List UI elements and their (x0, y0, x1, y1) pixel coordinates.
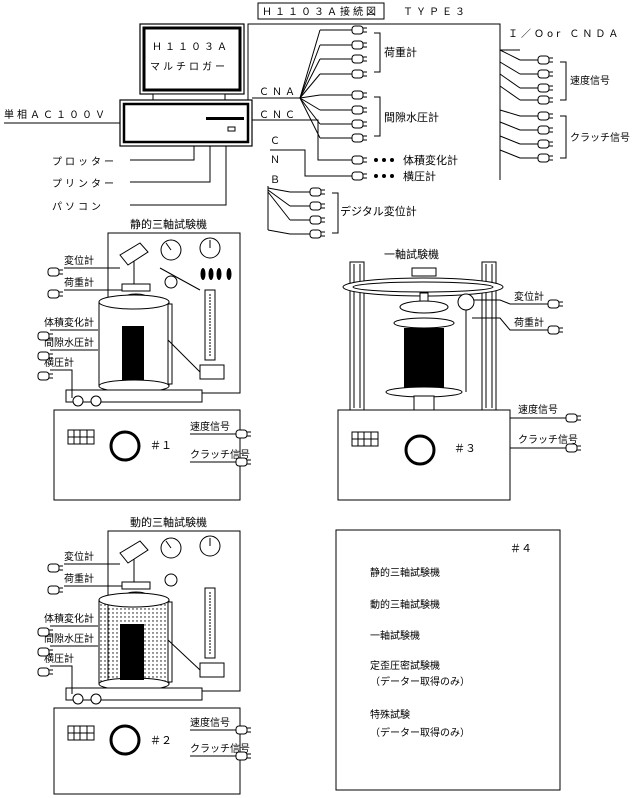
port-b: Ｂ (270, 175, 280, 186)
title-box (257, 2, 385, 20)
volume-dots (374, 158, 394, 162)
m1-label-lateral: 横圧計 (44, 356, 74, 369)
machine-4-box: ＃４ 静的三軸試験機 動的三軸試験機 一軸試験機 定歪圧密試験機 （データー取得… (335, 529, 561, 791)
cna-plugs (351, 25, 368, 143)
machine-1: 静的三軸試験機 ＃１ 変位計 荷重計 体積変化計 間隙水圧計 横圧計 (37, 217, 252, 501)
m3-label-load: 荷重計 (514, 316, 544, 329)
peripheral-pc: パソコン (52, 201, 104, 213)
io-label: Ｉ／Ｏor ＣＮＤＡ (508, 28, 621, 40)
m2-clutch: クラッチ信号 (190, 743, 250, 755)
peripheral-printer: プリンター (52, 178, 117, 190)
multi-logger: Ｈ１１０３Ａ マルチロガー ＣＮＡ ＣＮＣ Ｃ Ｎ Ｂ (119, 23, 298, 186)
label-pore-pressure: 間隙水圧計 (384, 110, 439, 124)
m3-clutch: クラッチ信号 (518, 434, 578, 446)
label-clutch: クラッチ信号 (570, 132, 630, 144)
port-n: Ｎ (270, 155, 280, 166)
machine-2-title: 動的三軸試験機 (130, 515, 207, 529)
label-lateral: 横圧計 (403, 169, 436, 183)
port-cna: ＣＮＡ (259, 87, 298, 98)
port-c: Ｃ (270, 136, 280, 147)
machine-3-number: ＃３ (454, 442, 476, 455)
machine-1-number: ＃１ (150, 439, 172, 452)
label-speed: 速度信号 (570, 74, 610, 87)
peripheral-plotter: プロッター (52, 156, 117, 168)
m1-label-pore: 間隙水圧計 (44, 336, 94, 349)
machine-2: 動的三軸試験機 ＃２ 変位計 荷重計 体積変化計 間隙水圧計 横圧計 (37, 515, 252, 795)
type-label: ＴＹＰＥ３ (403, 7, 468, 18)
m1-label-disp: 変位計 (64, 254, 94, 267)
m4-item-4: 定歪圧密試験機 (370, 659, 440, 672)
m2-label-load: 荷重計 (64, 572, 94, 585)
m4-item-5: 特殊試験 (370, 708, 410, 721)
peripheral-cables (130, 146, 227, 206)
m4-item-2: 動的三軸試験機 (370, 598, 440, 611)
digital-bracket (332, 192, 339, 234)
m4-item-3: 一軸試験機 (370, 629, 420, 642)
machine-1-title: 静的三軸試験機 (130, 217, 207, 231)
m4-item-4-note: （データー取得のみ） (370, 675, 470, 688)
pore-bracket (374, 96, 381, 137)
load-bracket (374, 32, 381, 73)
b-cables (267, 186, 310, 235)
m2-label-pore: 間隙水圧計 (44, 632, 94, 645)
m2-label-volume: 体積変化計 (44, 612, 94, 625)
m1-speed: 速度信号 (190, 420, 230, 433)
m1-label-load: 荷重計 (64, 276, 94, 289)
m2-label-disp: 変位計 (64, 550, 94, 563)
io-plugs (537, 55, 554, 163)
logger-subtitle: マルチロガー (150, 61, 228, 73)
lateral-plug (351, 171, 368, 181)
m2-label-lateral: 横圧計 (44, 652, 74, 665)
m2-speed: 速度信号 (190, 716, 230, 729)
label-digital-disp: デジタル変位計 (340, 204, 417, 218)
lateral-dots (374, 174, 394, 178)
label-volume: 体積変化計 (403, 153, 458, 167)
m3-speed: 速度信号 (518, 403, 558, 416)
main-bus (247, 23, 501, 180)
m4-item-1: 静的三軸試験機 (370, 566, 440, 579)
machine-4-number: ＃４ (510, 542, 532, 555)
diagram-title: Ｈ１１０３Ａ接続図 (262, 5, 379, 18)
m4-item-5-note: （データー取得のみ） (370, 726, 470, 739)
m1-clutch: クラッチ信号 (190, 449, 250, 461)
volume-plug (351, 155, 368, 165)
io-cables (499, 49, 538, 159)
cnc-cables (252, 119, 352, 177)
label-load: 荷重計 (384, 45, 417, 59)
port-cnc: ＣＮＣ (259, 110, 298, 121)
machine-2-number: ＃２ (150, 734, 172, 747)
power-label: 単相ＡＣ１００Ｖ (4, 108, 108, 121)
logger-name: Ｈ１１０３Ａ (152, 42, 230, 53)
machine-3-title: 一軸試験機 (384, 247, 439, 261)
machine-3: 一軸試験機 ＃３ 変位計 荷重計 速度信号 クラッチ信号 (337, 247, 582, 501)
m1-label-volume: 体積変化計 (44, 316, 94, 329)
m3-label-disp: 変位計 (514, 290, 544, 303)
cna-load-cables (252, 29, 352, 139)
